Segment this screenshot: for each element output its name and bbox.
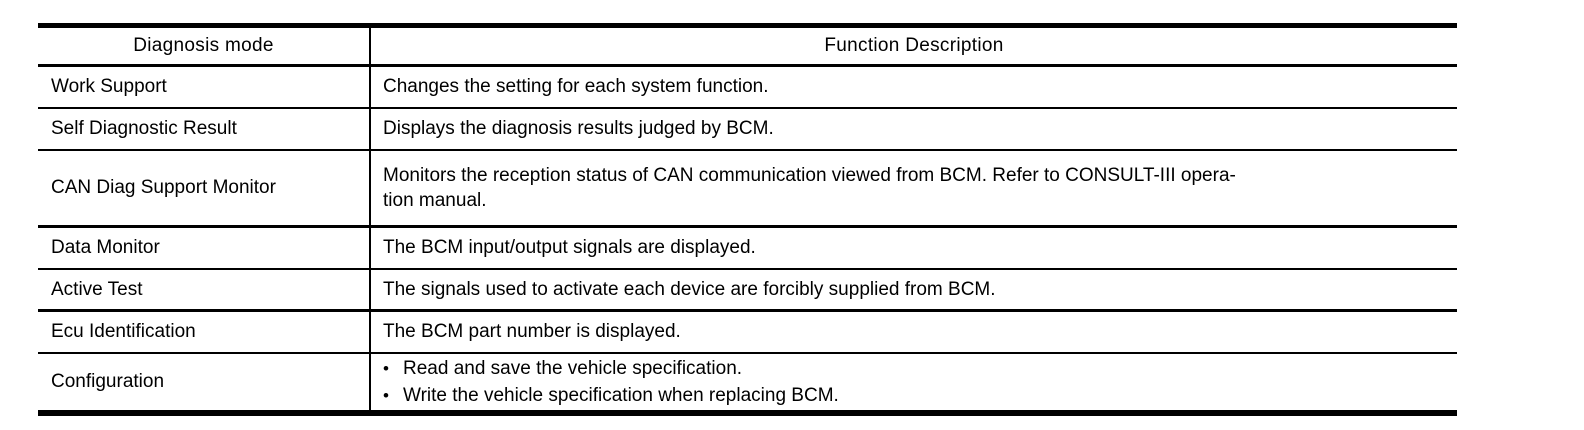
bullet-text: Write the vehicle specification when rep…: [403, 384, 839, 406]
column-header-diagnosis-mode: Diagnosis mode: [133, 35, 274, 56]
description-cell: The signals used to activate each device…: [369, 268, 1457, 311]
table-row: Work Support Changes the setting for eac…: [38, 65, 1457, 108]
mode-cell: Work Support: [51, 76, 167, 98]
description-cell: Changes the setting for each system func…: [369, 65, 1457, 108]
description-line: The BCM input/output signals are display…: [383, 237, 756, 259]
table-row: Self Diagnostic Result Displays the diag…: [38, 107, 1457, 150]
description-line: tion manual.: [383, 189, 487, 211]
column-header-function-description: Function Description: [369, 25, 1457, 66]
description-line: Changes the setting for each system func…: [383, 76, 769, 98]
description-cell: Displays the diagnosis results judged by…: [369, 107, 1457, 150]
description-line: The signals used to activate each device…: [383, 278, 996, 300]
description-cell: The BCM input/output signals are display…: [369, 226, 1457, 269]
table-row: CAN Diag Support Monitor Monitors the re…: [38, 149, 1457, 227]
mode-cell: Configuration: [51, 371, 165, 392]
diagnosis-mode-table: Diagnosis mode Function Description Work…: [38, 23, 1457, 416]
mode-cell: Data Monitor: [51, 237, 160, 259]
description-cell: • Read and save the vehicle specificatio…: [369, 352, 1457, 413]
description-cell: The BCM part number is displayed.: [369, 310, 1457, 353]
mode-cell: CAN Diag Support Monitor: [51, 177, 276, 199]
mode-cell: Active Test: [51, 278, 143, 300]
description-cell: Monitors the reception status of CAN com…: [369, 149, 1457, 227]
table-row: Data Monitor The BCM input/output signal…: [38, 226, 1457, 269]
description-line: The BCM part number is displayed.: [383, 321, 681, 343]
table-row: Configuration • Read and save the vehicl…: [38, 352, 1457, 413]
mode-cell: Ecu Identification: [51, 321, 196, 343]
table-row: Ecu Identification The BCM part number i…: [38, 310, 1457, 353]
bullet-icon: •: [383, 385, 389, 405]
description-line: Displays the diagnosis results judged by…: [383, 118, 774, 139]
bullet-item: • Read and save the vehicle specificatio…: [383, 355, 1451, 382]
table-row: Active Test The signals used to activate…: [38, 268, 1457, 311]
mode-cell: Self Diagnostic Result: [51, 118, 237, 139]
description-line: Monitors the reception status of CAN com…: [383, 164, 1236, 186]
bullet-text: Read and save the vehicle specification.: [403, 357, 743, 379]
table-header-row: Diagnosis mode Function Description: [38, 25, 1457, 66]
bullet-item: • Write the vehicle specification when r…: [383, 382, 1451, 409]
bullet-icon: •: [383, 358, 389, 378]
